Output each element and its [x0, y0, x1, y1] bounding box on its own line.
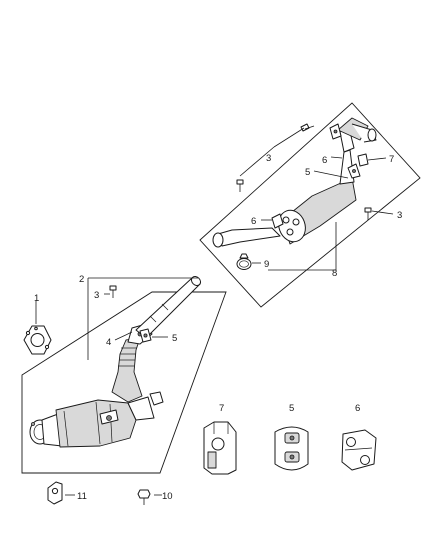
callout-labels: 1 2 3 3 3 4 5 5 5 6 6 6 7 7 8 9 10 11: [34, 153, 402, 502]
callout-1: 1: [34, 293, 39, 304]
callout-3-lower: 3: [94, 290, 99, 301]
callout-4: 4: [106, 337, 111, 348]
muffler-assembly: [212, 117, 377, 248]
gasket-part: [23, 325, 52, 355]
callout-2: 2: [79, 274, 84, 285]
callout-7-loose: 7: [219, 403, 224, 414]
callout-5-front: 5: [172, 333, 177, 344]
clamp-part: [236, 253, 252, 270]
isolator-part-6: [341, 429, 377, 471]
callout-5-rear: 5: [305, 167, 310, 178]
bolt-right: [364, 207, 372, 220]
callout-9: 9: [264, 259, 269, 270]
callout-6-mid: 6: [251, 216, 256, 227]
callout-8: 8: [332, 268, 337, 279]
callout-6-upper: 6: [322, 155, 327, 166]
front-isolator: [139, 328, 152, 343]
callout-11: 11: [77, 491, 87, 502]
nut-part: [137, 489, 151, 505]
callout-5-loose: 5: [289, 403, 294, 414]
callout-7-rear: 7: [389, 154, 394, 165]
callout-10: 10: [162, 491, 173, 502]
leader-lines: [35, 127, 394, 496]
rear-section-frame: [199, 102, 421, 308]
front-section-frame: [21, 291, 227, 474]
bolt-middle: [236, 179, 244, 192]
intermediate-pipe: [135, 275, 202, 339]
isolator-part-7: [203, 421, 237, 475]
bolt-upper: [300, 123, 315, 132]
callout-3-upper: 3: [266, 153, 271, 164]
callout-6-loose: 6: [355, 403, 360, 414]
isolator-part-5: [274, 426, 309, 471]
callout-3-right: 3: [397, 210, 402, 221]
bracket-part: [47, 481, 63, 505]
bolt-lower: [109, 285, 117, 298]
